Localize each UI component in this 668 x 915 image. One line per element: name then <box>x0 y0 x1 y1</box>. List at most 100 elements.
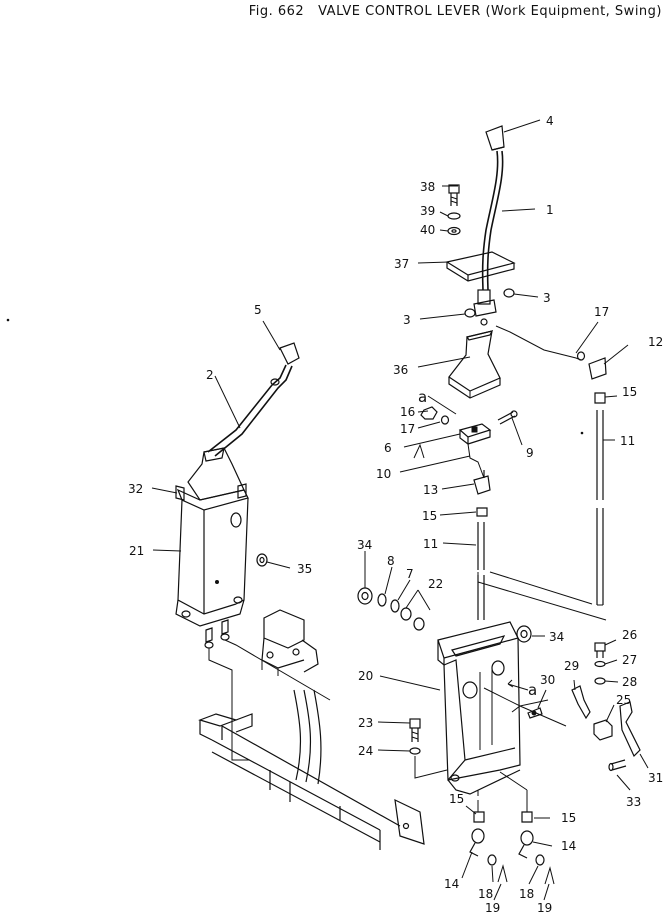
callout-33: 33 <box>626 795 641 809</box>
callout-4: 4 <box>546 114 554 128</box>
nut-15-bottom-right <box>521 811 533 823</box>
figure-title: Fig. 662 VALVE CONTROL LEVER (Work Equip… <box>0 4 662 19</box>
callout-29: 29 <box>564 659 579 673</box>
block-25 <box>593 719 613 741</box>
callout-28: 28 <box>622 675 637 689</box>
nut-15-mid <box>476 507 488 517</box>
callout-36: 36 <box>393 363 408 377</box>
callout-11-right: 11 <box>620 434 635 448</box>
callout-15-mid: 15 <box>422 509 437 523</box>
callout-10: 10 <box>376 467 391 481</box>
case-21 <box>175 488 249 627</box>
callout-8: 8 <box>387 554 395 568</box>
ball-joint-12 <box>588 357 607 380</box>
callout-27: 27 <box>622 653 637 667</box>
bracket-20 <box>437 621 521 795</box>
callout-32: 32 <box>128 482 143 496</box>
callout-6: 6 <box>384 441 392 455</box>
callout-34-left: 34 <box>357 538 372 552</box>
callout-21: 21 <box>129 544 144 558</box>
callout-38: 38 <box>420 180 435 194</box>
washer-8 <box>377 593 387 607</box>
leader-lines <box>151 119 649 901</box>
washer-28 <box>594 677 606 685</box>
callout-25: 25 <box>616 693 631 707</box>
callout-12: 12 <box>648 335 663 349</box>
bolt-33 <box>608 759 627 772</box>
callout-19-right: 19 <box>537 901 552 915</box>
callout-17-right: 17 <box>594 305 609 319</box>
nut-15-bottom-left <box>473 811 485 823</box>
mount-frame <box>261 609 319 676</box>
bracket-32 <box>175 483 247 501</box>
callout-16: 16 <box>400 405 415 419</box>
rod-11-mid <box>477 522 485 620</box>
lever-31 <box>619 701 641 758</box>
bolt-26 <box>594 642 606 658</box>
callout-22: 22 <box>428 577 443 591</box>
bushing-3-lower <box>464 308 476 318</box>
clip-19-left <box>497 864 508 883</box>
yoke-6 <box>458 423 492 446</box>
callout-9: 9 <box>526 446 534 460</box>
bolt-23 <box>409 718 421 742</box>
figure-number: Fig. 662 <box>248 4 305 19</box>
plate-37 <box>445 251 516 282</box>
pin-9 <box>497 410 518 425</box>
washer-27 <box>594 660 606 668</box>
ball-joint-14-right <box>518 830 534 859</box>
callout-40: 40 <box>420 223 435 237</box>
callout-24: 24 <box>358 744 373 758</box>
callout-39: 39 <box>420 204 435 218</box>
washer-40 <box>447 226 461 236</box>
callout-3-upper: 3 <box>543 291 551 305</box>
arm-29 <box>571 685 591 720</box>
lever-1 <box>481 150 504 291</box>
callout-18-right: 18 <box>519 887 534 901</box>
callout-2: 2 <box>206 368 214 382</box>
callout-26: 26 <box>622 628 637 642</box>
lever-knob-5 <box>279 342 300 365</box>
washer-17-left <box>440 415 450 425</box>
lever-2 <box>207 364 293 457</box>
callout-5: 5 <box>254 303 262 317</box>
callout-18-left: 18 <box>478 887 493 901</box>
callout-15-bottom-right: 15 <box>561 811 576 825</box>
callout-35: 35 <box>297 562 312 576</box>
ball-joints-left <box>204 619 230 649</box>
callout-30: 30 <box>540 673 555 687</box>
callout-7: 7 <box>406 567 414 581</box>
nut-16 <box>420 406 438 420</box>
callout-13: 13 <box>423 483 438 497</box>
nut-15-right <box>594 392 606 404</box>
washer-7 <box>390 599 400 613</box>
callout-3-lower: 3 <box>403 313 411 327</box>
figure-caption: VALVE CONTROL LEVER (Work Equipment, Swi… <box>318 4 662 19</box>
bushing-34-right <box>516 625 532 643</box>
callout-17-left: 17 <box>400 422 415 436</box>
callout-20: 20 <box>358 669 373 683</box>
bushing-35 <box>256 553 268 567</box>
bushing-34-left <box>357 587 373 605</box>
callout-34-right: 34 <box>549 630 564 644</box>
washer-18-right <box>535 854 545 866</box>
rod-11-right <box>596 410 604 606</box>
callout-37: 37 <box>394 257 409 271</box>
callout-a-lower: a <box>528 681 537 699</box>
washer-24 <box>409 747 421 755</box>
callout-14-left: 14 <box>444 877 459 891</box>
callout-a-upper: a <box>418 388 427 406</box>
washer-18-left <box>487 854 497 866</box>
callout-19-left: 19 <box>485 901 500 915</box>
ball-joint-13 <box>473 470 491 495</box>
callout-15-bottom-left: 15 <box>449 792 464 806</box>
clip-10 <box>413 443 425 459</box>
link-rod <box>467 443 485 479</box>
callout-11-mid: 11 <box>423 537 438 551</box>
lever-knob-4 <box>485 125 505 151</box>
crossbar <box>198 689 425 850</box>
callout-14-right: 14 <box>561 839 576 853</box>
washer-39 <box>447 212 461 220</box>
callout-31: 31 <box>648 771 663 785</box>
